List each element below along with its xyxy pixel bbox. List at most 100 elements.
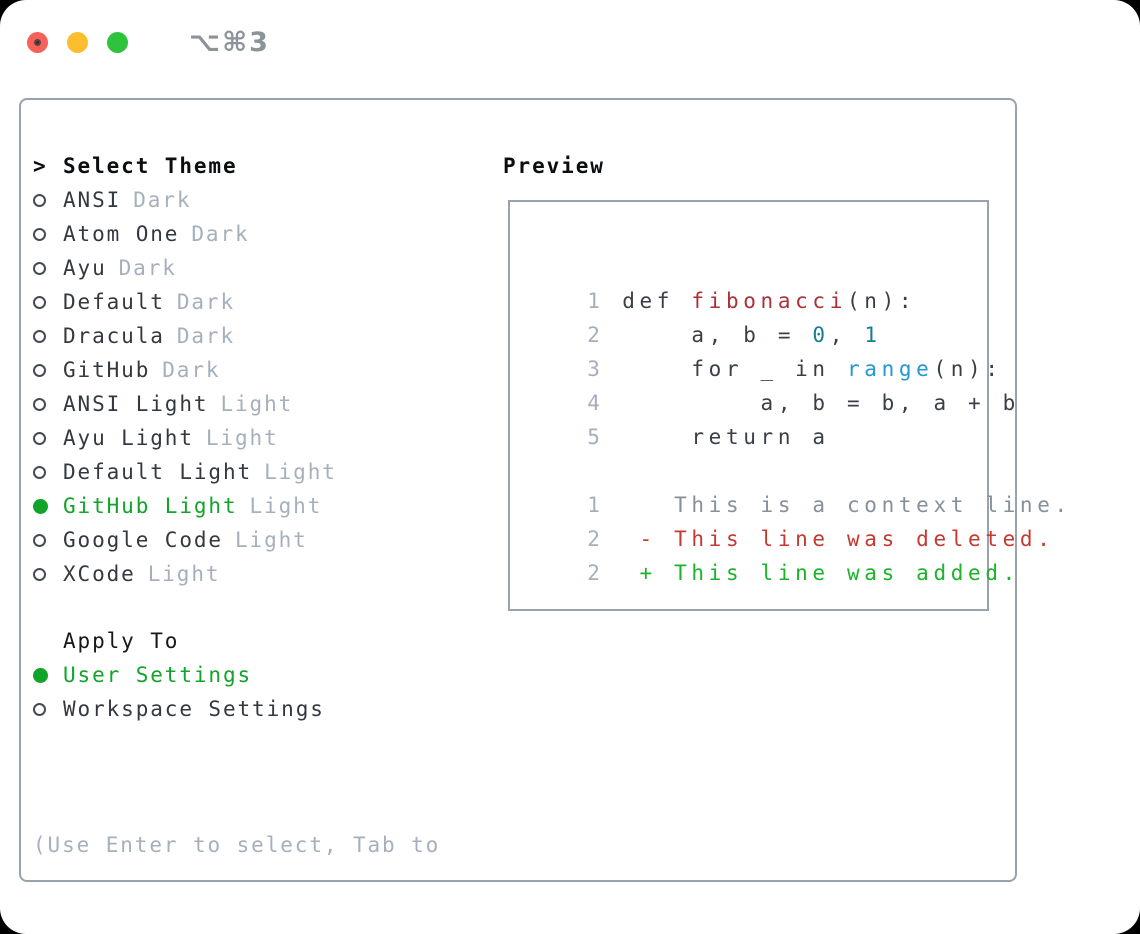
radio-icon <box>33 295 46 309</box>
unsaved-changes-dot-icon <box>34 39 41 46</box>
theme-option-label: XCode <box>63 562 136 586</box>
zoom-button[interactable] <box>107 32 128 53</box>
apply-options: User Settings Workspace Settings <box>33 658 325 726</box>
theme-option-label: GitHub Light <box>63 494 238 518</box>
radio-icon <box>33 533 46 547</box>
code-segment: This is a context line. <box>622 493 1072 517</box>
code-segment: a, b = <box>622 323 813 347</box>
code-segment: a, b = b, a + b <box>622 391 1020 415</box>
theme-option-variant: Dark <box>176 324 235 348</box>
theme-option-label: GitHub <box>63 358 151 382</box>
line-number: 3 <box>587 357 605 381</box>
apply-to-section: Apply To User Settings Workspace Setting… <box>33 624 325 726</box>
radio-icon <box>33 667 48 683</box>
theme-option-variant: Light <box>147 562 221 586</box>
line-number: 2 <box>587 527 605 551</box>
line-number: 4 <box>587 391 605 415</box>
radio-icon <box>33 702 46 716</box>
apply-to-header-row: Apply To <box>33 624 325 658</box>
radio-icon <box>33 498 48 514</box>
help-line-1: (Use Enter to select, Tab to <box>33 833 441 857</box>
line-number: 2 <box>587 323 605 347</box>
theme-list-title: Select Theme <box>63 154 238 178</box>
theme-option-variant: Light <box>264 460 337 484</box>
radio-icon <box>33 227 46 241</box>
apply-to-option-label: User Settings <box>63 663 253 687</box>
preview-box: 1 def fibonacci(n): 2 a, b = 0, 1 3 for _… <box>508 200 1067 611</box>
apply-to-option-label: Workspace Settings <box>63 697 325 721</box>
theme-option-label: ANSI <box>63 188 122 212</box>
radio-icon <box>33 363 46 377</box>
window-title-shortcut: ⌥⌘3 <box>189 27 270 58</box>
code-segment: return a <box>622 425 830 449</box>
code-line: 4 a, b = b, a + b <box>518 352 1015 415</box>
apply-to-option[interactable]: User Settings <box>33 658 325 692</box>
theme-option[interactable]: XCode Light <box>33 557 337 591</box>
theme-option-label: ANSI Light <box>63 392 209 416</box>
theme-option-label: Atom One <box>63 222 180 246</box>
theme-option-variant: Dark <box>133 188 192 212</box>
code-segment: , <box>829 323 865 347</box>
radio-icon <box>33 465 46 479</box>
minimize-button[interactable] <box>67 32 88 53</box>
code-segment: (n): <box>847 289 917 313</box>
theme-option-label: Google Code <box>63 528 223 552</box>
titlebar: ⌥⌘3 <box>27 27 270 58</box>
radio-icon <box>33 329 46 343</box>
theme-option-variant: Light <box>205 426 279 450</box>
theme-option[interactable]: Default Light Light <box>33 455 337 489</box>
code-line: 2 + This line was added. <box>518 522 1015 585</box>
code-segment: 1 <box>864 323 882 347</box>
radio-icon <box>33 567 46 581</box>
code-segment: - This line was deleted. <box>622 527 1055 551</box>
radio-icon <box>33 397 46 411</box>
code-segment: range <box>847 357 934 381</box>
preview-title: Preview <box>503 154 605 178</box>
code-line: 2 a, b = 0, 1 <box>518 284 987 347</box>
code-segment: def <box>622 289 692 313</box>
theme-option-variant: Light <box>249 494 323 518</box>
apply-to-title: Apply To <box>63 629 180 653</box>
theme-option-label: Default Light <box>63 460 253 484</box>
theme-option[interactable]: Ayu Dark <box>33 251 337 285</box>
theme-option-variant: Dark <box>118 256 177 280</box>
line-number: 5 <box>587 425 605 449</box>
apply-to-option[interactable]: Workspace Settings <box>33 692 325 726</box>
theme-option[interactable]: Default Dark <box>33 285 337 319</box>
theme-option-label: Dracula <box>63 324 165 348</box>
code-segment: fibonacci <box>691 289 848 313</box>
line-number: 1 <box>587 289 605 313</box>
theme-option[interactable]: Google Code Light <box>33 523 337 557</box>
code-line: 1 def fibonacci(n): <box>518 250 987 313</box>
close-button[interactable] <box>27 32 48 53</box>
line-number: 2 <box>587 561 605 585</box>
theme-option-label: Ayu Light <box>63 426 194 450</box>
theme-option[interactable]: GitHub Light Light <box>33 489 337 523</box>
theme-option-variant: Dark <box>191 222 250 246</box>
theme-option[interactable]: Dracula Dark <box>33 319 337 353</box>
theme-option[interactable]: ANSI Light Light <box>33 387 337 421</box>
code-segment: for _ in <box>622 357 847 381</box>
theme-option-variant: Dark <box>176 290 235 314</box>
cursor-caret-icon: > <box>33 154 48 178</box>
theme-option[interactable]: Ayu Light Light <box>33 421 337 455</box>
theme-option[interactable]: ANSI Dark <box>33 183 337 217</box>
theme-option[interactable]: Atom One Dark <box>33 217 337 251</box>
theme-list-header-row: > Select Theme <box>33 149 337 183</box>
theme-option-variant: Light <box>234 528 308 552</box>
line-number: 1 <box>587 493 605 517</box>
theme-option[interactable]: GitHub Dark <box>33 353 337 387</box>
theme-option-variant: Dark <box>162 358 221 382</box>
theme-option-variant: Light <box>220 392 294 416</box>
theme-option-label: Ayu <box>63 256 107 280</box>
theme-option-label: Default <box>63 290 165 314</box>
code-segment: + This line was added. <box>622 561 1020 585</box>
help-text: (Use Enter to select, Tab to change focu… <box>33 760 440 934</box>
preview-code: 1 def fibonacci(n): 2 a, b = 0, 1 3 for _… <box>510 202 1067 585</box>
radio-icon <box>33 193 46 207</box>
code-line: 5 return a <box>518 386 987 449</box>
code-line: 2 - This line was deleted. <box>518 488 1050 551</box>
help-line-2: change focus) <box>33 930 440 934</box>
